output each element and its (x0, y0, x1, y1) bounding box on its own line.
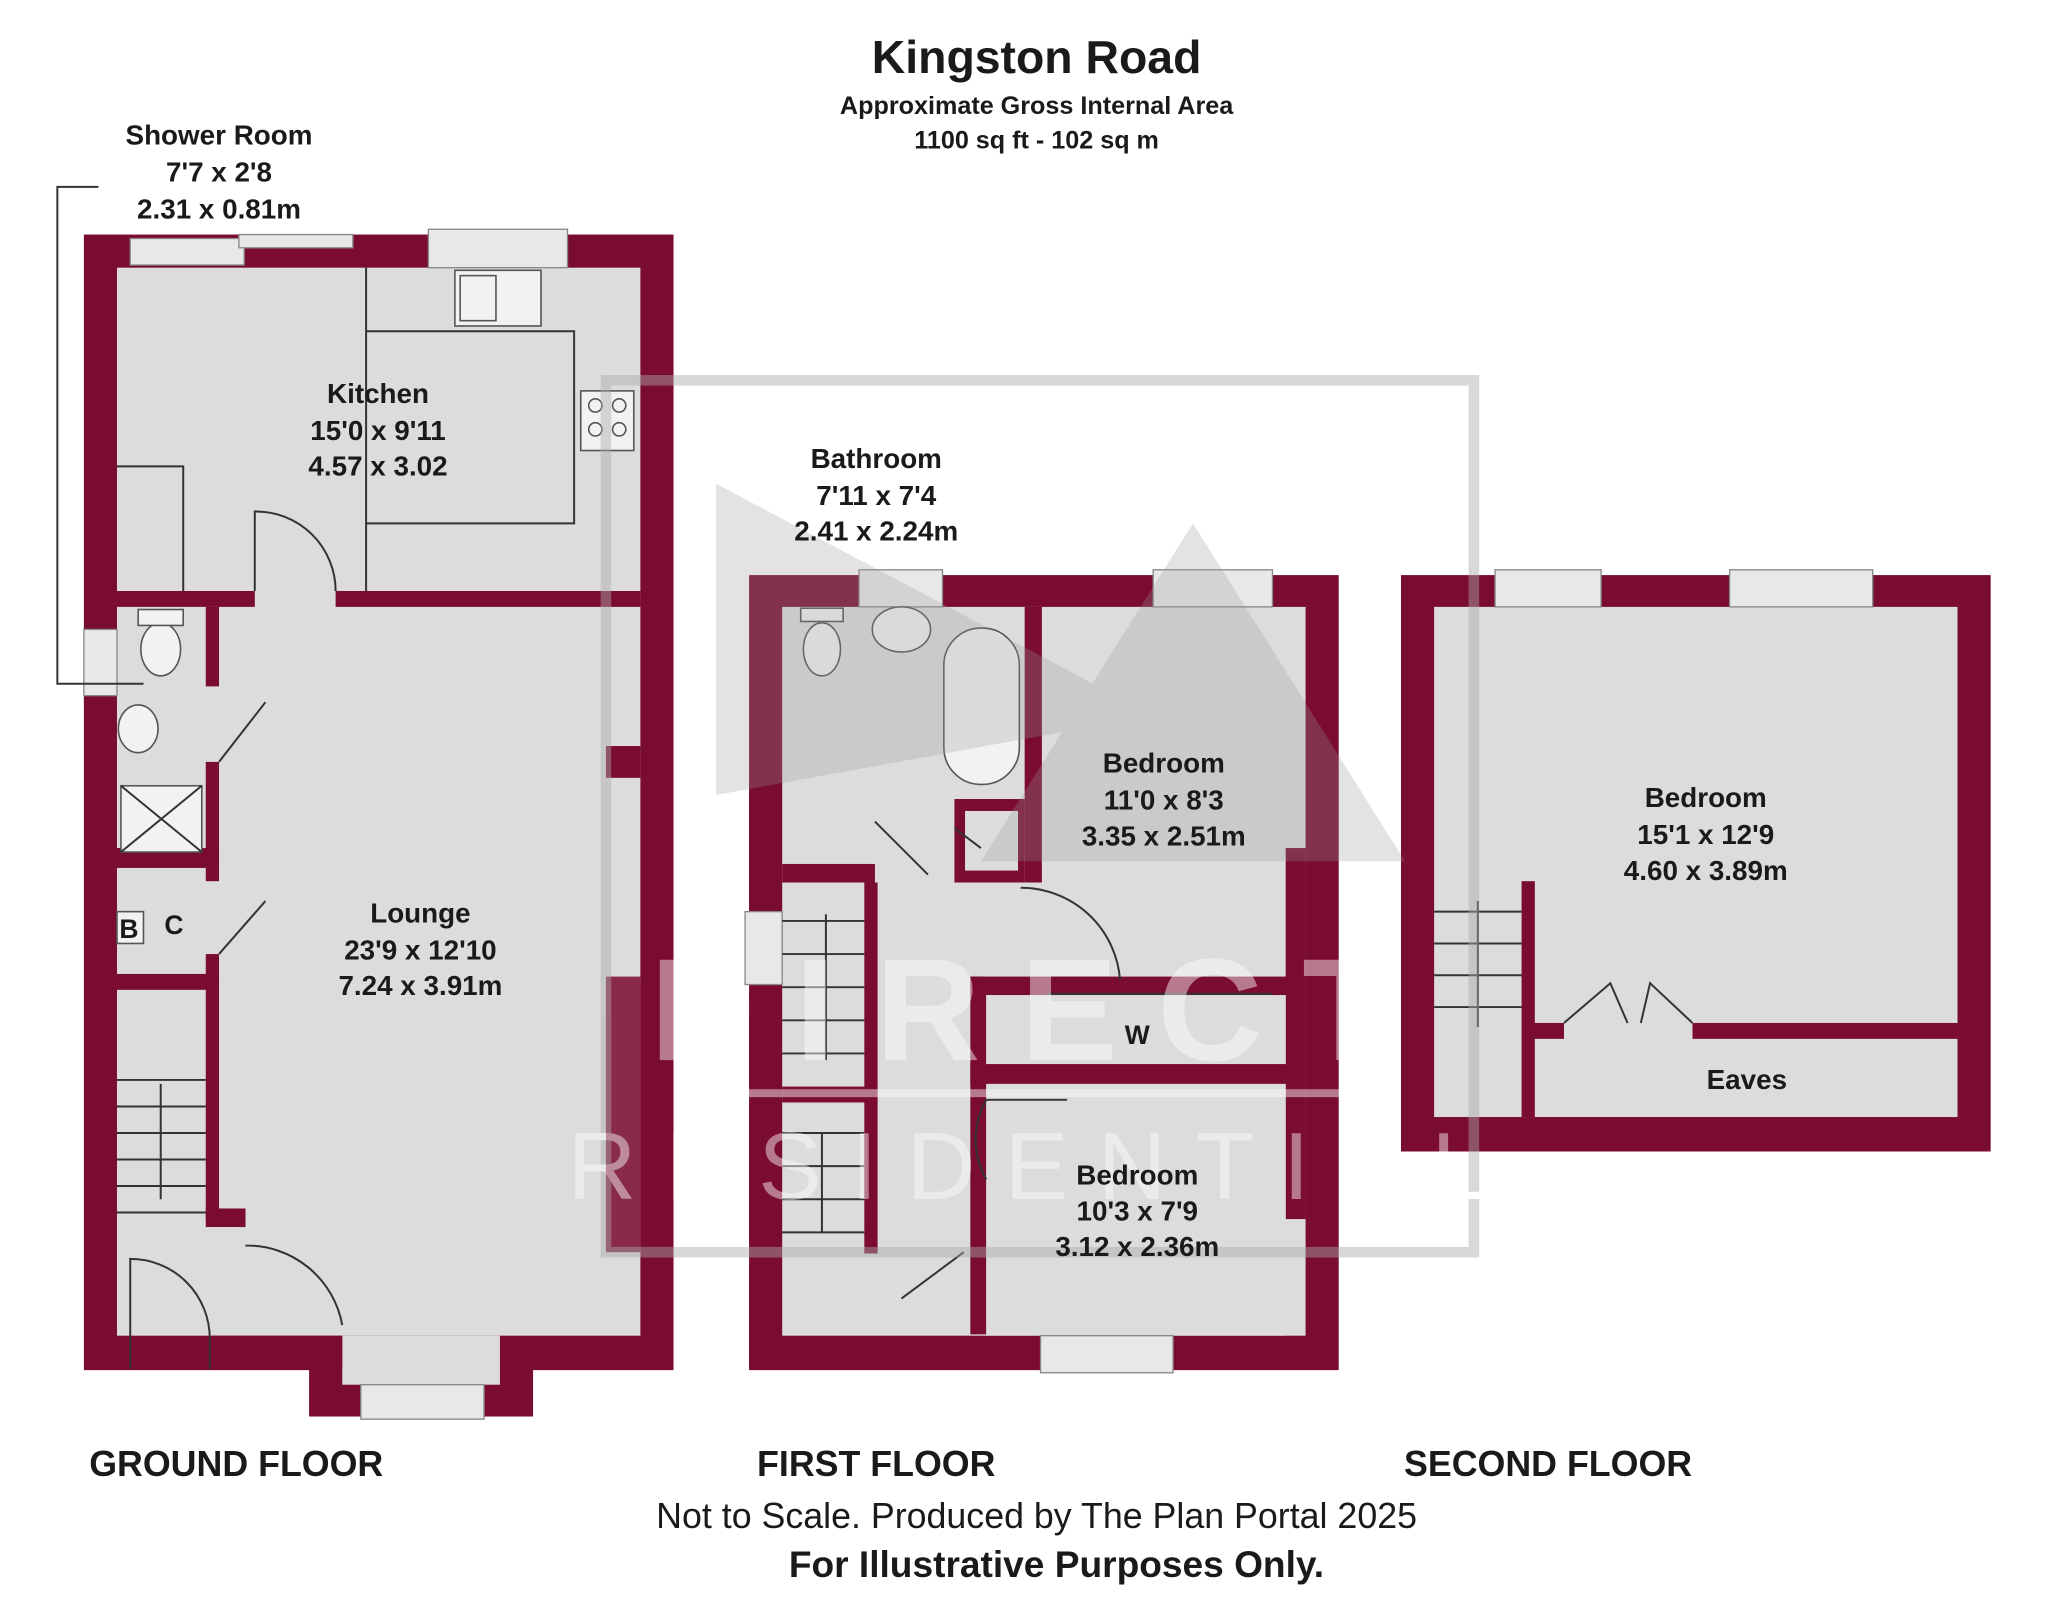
svg-text:23'9 x 12'10: 23'9 x 12'10 (344, 934, 496, 965)
room-labels: Shower Room 7'7 x 2'8 2.31 x 0.81m Kitch… (126, 119, 1788, 1262)
svg-text:7.24 x 3.91m: 7.24 x 3.91m (338, 970, 502, 1001)
svg-text:Bedroom: Bedroom (1076, 1160, 1198, 1191)
svg-text:4.57 x 3.02: 4.57 x 3.02 (308, 451, 447, 482)
cupboard-mark: C (164, 910, 183, 940)
svg-text:Lounge: Lounge (370, 897, 470, 928)
footer-illustrative: For Illustrative Purposes Only. (789, 1543, 1324, 1585)
ground-floor: B C (56, 185, 674, 1420)
label-lounge: Lounge 23'9 x 12'10 7.24 x 3.91m (338, 897, 502, 1001)
svg-text:3.35 x 2.51m: 3.35 x 2.51m (1082, 820, 1246, 851)
svg-text:4.60 x 3.89m: 4.60 x 3.89m (1624, 855, 1788, 886)
svg-text:11'0 x 8'3: 11'0 x 8'3 (1104, 785, 1224, 816)
label-first-bedroom-1: Bedroom 11'0 x 8'3 3.35 x 2.51m (1082, 748, 1246, 852)
watermark-direct: DIRECT (650, 928, 1431, 1091)
second-floor (1400, 569, 1991, 1152)
wardrobe-mark: W (1125, 1020, 1150, 1050)
svg-text:10'3 x 7'9: 10'3 x 7'9 (1077, 1195, 1199, 1226)
plan-area: 1100 sq ft - 102 sq m (914, 126, 1159, 154)
svg-text:2.31 x 0.81m: 2.31 x 0.81m (137, 194, 301, 225)
plan-title: Kingston Road (872, 31, 1202, 83)
footer-disclaimer: Not to Scale. Produced by The Plan Porta… (656, 1496, 1417, 1536)
label-eaves: Eaves (1707, 1064, 1787, 1095)
svg-text:Shower Room: Shower Room (126, 119, 313, 150)
svg-text:Bathroom: Bathroom (811, 443, 942, 474)
svg-text:7'7 x 2'8: 7'7 x 2'8 (166, 157, 272, 188)
label-first-bedroom-2: Bedroom 10'3 x 7'9 3.12 x 2.36m (1055, 1160, 1219, 1263)
ground-floor-label: GROUND FLOOR (89, 1444, 383, 1484)
svg-text:Bedroom: Bedroom (1645, 782, 1767, 813)
svg-text:15'1 x 12'9: 15'1 x 12'9 (1637, 819, 1774, 850)
first-floor: W (744, 569, 1339, 1374)
svg-text:3.12 x 2.36m: 3.12 x 2.36m (1055, 1231, 1219, 1262)
svg-text:2.41 x 2.24m: 2.41 x 2.24m (794, 516, 958, 547)
label-kitchen: Kitchen 15'0 x 9'11 4.57 x 3.02 (308, 378, 447, 482)
svg-text:7'11 x 7'4: 7'11 x 7'4 (816, 480, 936, 511)
boiler-mark: B (119, 914, 138, 944)
second-floor-label: SECOND FLOOR (1404, 1444, 1692, 1484)
watermark-logo: DIRECT RESIDENTIAL (567, 374, 1513, 1258)
label-shower-room: Shower Room 7'7 x 2'8 2.31 x 0.81m (126, 119, 313, 224)
svg-text:Kitchen: Kitchen (327, 378, 429, 409)
label-bathroom: Bathroom 7'11 x 7'4 2.41 x 2.24m (794, 443, 958, 547)
watermark-residential: RESIDENTIAL (567, 1114, 1513, 1220)
label-second-bedroom: Bedroom 15'1 x 12'9 4.60 x 3.89m (1624, 782, 1788, 886)
first-floor-label: FIRST FLOOR (757, 1444, 996, 1484)
svg-text:15'0 x 9'11: 15'0 x 9'11 (310, 415, 445, 446)
svg-text:Bedroom: Bedroom (1103, 748, 1225, 779)
plan-subtitle: Approximate Gross Internal Area (840, 92, 1234, 120)
